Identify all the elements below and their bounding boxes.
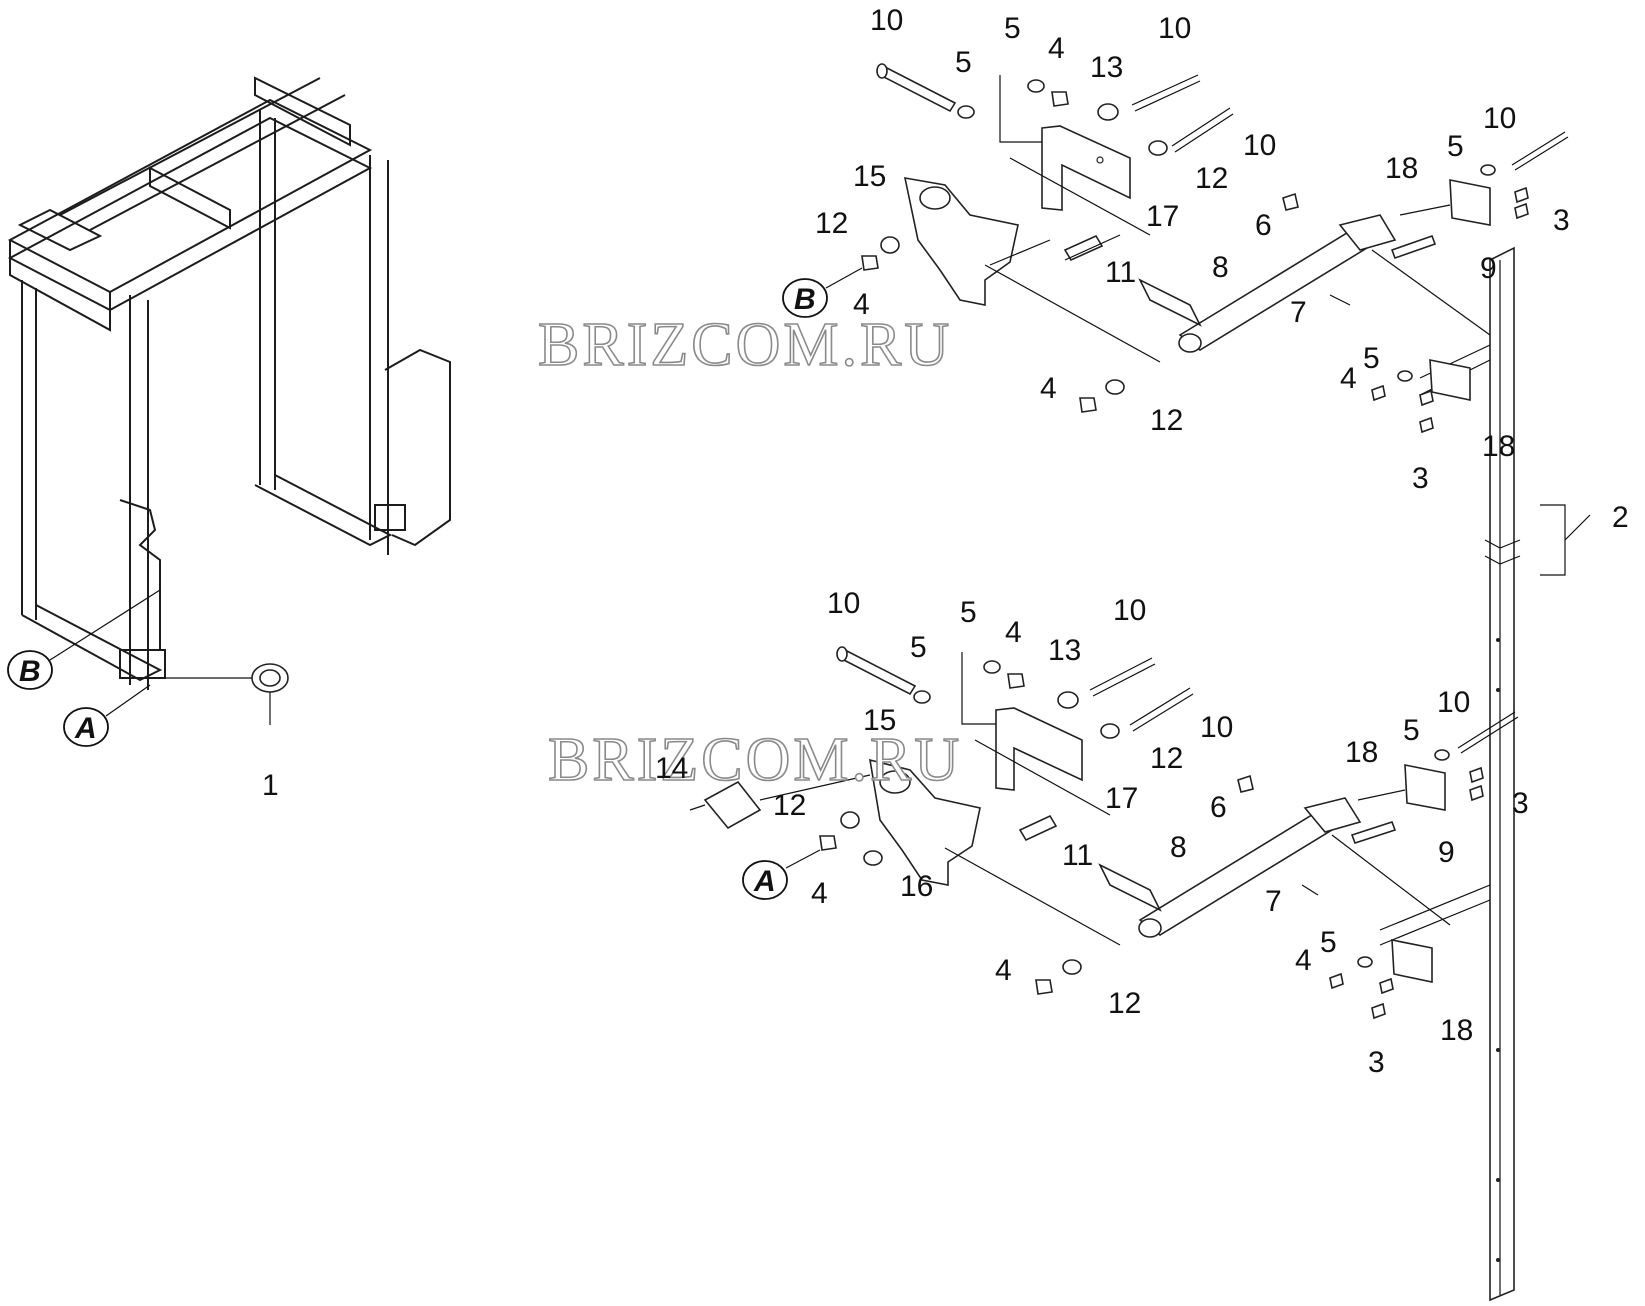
callout: 5: [1320, 926, 1337, 959]
watermark-top: BRIZCOM.RU: [538, 311, 952, 379]
svg-text:B: B: [794, 283, 816, 316]
callout: 10: [1437, 686, 1470, 719]
callout: 18: [1345, 736, 1378, 769]
callout: 11: [1105, 256, 1136, 289]
callout: 4: [1295, 944, 1312, 977]
view-label-b-frame: B: [7, 589, 161, 690]
callout: 7: [1290, 296, 1307, 329]
callout: 5: [955, 46, 972, 79]
callout: 6: [1210, 791, 1227, 824]
view-label-a-assembly: A: [742, 849, 821, 900]
callout: 10: [870, 4, 903, 37]
callout: 13: [1048, 634, 1081, 667]
callout: 15: [863, 704, 896, 737]
view-label-a-frame: A: [63, 684, 151, 747]
callout: 4: [1005, 616, 1022, 649]
callout: 12: [1150, 404, 1183, 437]
svg-text:A: A: [74, 712, 97, 745]
callout: 1: [262, 769, 279, 802]
callout: 5: [1004, 12, 1021, 45]
callout: 4: [1048, 32, 1065, 65]
callout: 10: [1483, 102, 1516, 135]
callouts-bottom: 10 5 5 4 13 10 10 12 15 17 14 12 4 16 11…: [655, 587, 1529, 1079]
svg-text:B: B: [19, 655, 41, 688]
upper-assembly-view-b: [861, 63, 1569, 434]
callout: 4: [1340, 362, 1357, 395]
callout: 8: [1170, 831, 1187, 864]
view-label-b-assembly: B: [782, 267, 863, 318]
callout: 11: [1062, 839, 1093, 872]
callout: 3: [1512, 787, 1529, 820]
callout: 4: [995, 954, 1012, 987]
callout: 8: [1212, 251, 1229, 284]
callout: 10: [827, 587, 860, 620]
callout: 16: [900, 870, 933, 903]
callout: 7: [1265, 885, 1282, 918]
callout: 10: [1158, 12, 1191, 45]
svg-text:A: A: [753, 865, 776, 898]
watermark-bottom: BRIZCOM.RU: [548, 726, 962, 794]
callout: 12: [1150, 742, 1183, 775]
callout: 18: [1482, 430, 1515, 463]
callout: 4: [1040, 372, 1057, 405]
callout: 12: [815, 207, 848, 240]
callout: 18: [1385, 152, 1418, 185]
callout: 5: [1447, 130, 1464, 163]
callout: 5: [1403, 714, 1420, 747]
callout: 2: [1612, 501, 1629, 534]
callout: 5: [910, 631, 927, 664]
callout: 4: [853, 288, 870, 321]
callouts-top: 10 5 5 4 13 10 10 12 15 17 12 4 11 8 6 7…: [815, 4, 1570, 495]
callout: 13: [1090, 51, 1123, 84]
callout: 14: [655, 752, 688, 785]
callout: 15: [853, 160, 886, 193]
callout: 10: [1243, 129, 1276, 162]
callout: 17: [1105, 782, 1138, 815]
overall-frame-view: [7, 76, 451, 690]
callout: 18: [1440, 1014, 1473, 1047]
callout: 3: [1368, 1046, 1385, 1079]
lower-assembly-view-a: [689, 646, 1519, 1020]
callouts-frame: 1 2: [262, 501, 1629, 802]
callout: 4: [811, 877, 828, 910]
callout: 12: [1108, 987, 1141, 1020]
callout: 12: [773, 789, 806, 822]
part-2-post: [1379, 246, 1591, 1302]
callout: 5: [1363, 342, 1380, 375]
callout: 5: [960, 596, 977, 629]
callout: 17: [1146, 200, 1179, 233]
callout: 12: [1195, 162, 1228, 195]
callout: 6: [1255, 209, 1272, 242]
callout: 3: [1553, 204, 1570, 237]
callout: 9: [1480, 252, 1497, 285]
callout: 9: [1438, 836, 1455, 869]
part-1-bushing: [165, 663, 289, 725]
callout: 3: [1412, 462, 1429, 495]
callout: 10: [1200, 711, 1233, 744]
callout: 10: [1113, 594, 1146, 627]
